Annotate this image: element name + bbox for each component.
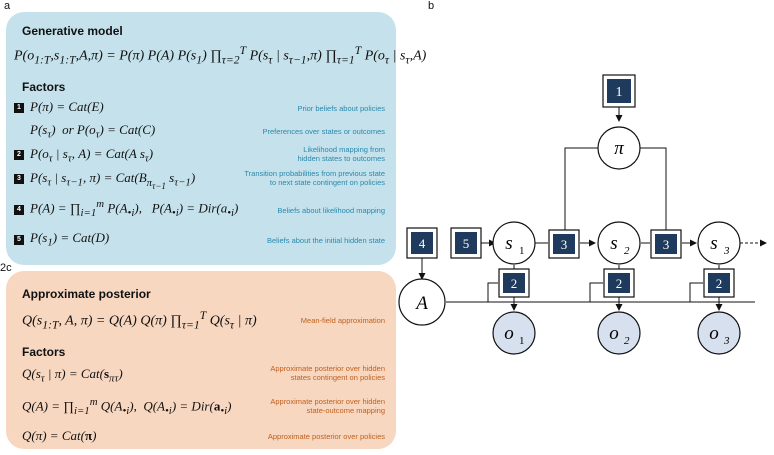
posterior-desc-likelihood: Approximate posterior over hidden state-… (270, 397, 385, 416)
factor-desc-2: Likelihood mapping from hidden states to… (297, 145, 385, 164)
likelihood-node-label: A (414, 293, 428, 314)
posterior-formula-policies: Q(π) = Cat(π) (22, 428, 97, 443)
factor-box-3-second: 3 (650, 229, 682, 259)
factor-box-2-third: 2 (703, 268, 735, 298)
state-node-3-sub: 3 (723, 245, 730, 257)
svg-text:2: 2 (716, 276, 723, 291)
factor-desc-3: Transition probabilities from previous s… (244, 169, 385, 188)
posterior-desc-states: Approximate posterior over hidden states… (270, 364, 385, 383)
factor-box-2-second: 2 (603, 268, 635, 298)
factors-title-a: Factors (22, 80, 66, 94)
factor-badge-2: 2 (14, 150, 24, 160)
generative-model-panel (6, 12, 396, 265)
factor-box-5: 5 (450, 227, 482, 259)
outcome-node-1-sub: 1 (519, 335, 525, 347)
state-node-3-label: s (710, 233, 717, 254)
factor-box-2-first: 2 (498, 268, 530, 298)
svg-text:3: 3 (561, 237, 568, 252)
panel-c-letter: 2c (0, 262, 12, 274)
state-node-2 (597, 221, 641, 265)
approximate-posterior-equation: Q(s1:T, A, π) = Q(A) Q(π) ∏τ=1T Q(sτ | π… (22, 309, 257, 332)
outcome-node-1 (492, 311, 536, 355)
state-node-2-label: s (610, 233, 617, 254)
svg-text:4: 4 (419, 236, 426, 251)
state-node-1 (492, 221, 536, 265)
outcome-node-2-sub: 2 (624, 335, 630, 347)
svg-text:2: 2 (511, 276, 518, 291)
svg-text:1: 1 (616, 85, 623, 100)
factor-box-4: 4 (406, 227, 438, 259)
posterior-formula-states: Q(sτ | π) = Cat(sπτ) (22, 366, 123, 385)
factor-formula-preferences: P(sτ) or P(oτ) = Cat(C) (30, 122, 156, 141)
svg-text:3: 3 (663, 237, 670, 252)
factor-formula-1: P(π) = Cat(E) (30, 99, 104, 114)
factors-title-c: Factors (22, 345, 66, 359)
outcome-node-2 (597, 311, 641, 355)
factor-formula-3: P(sτ | sτ−1, π) = Cat(Bπτ−1 sτ−1) (30, 170, 196, 191)
likelihood-node (398, 278, 446, 326)
panel-a-letter: a (4, 0, 11, 12)
posterior-formula-likelihood: Q(A) = ∏i=1m Q(A•i), Q(A•i) = Dir(a•i) (22, 396, 232, 417)
factor-box-3-first: 3 (548, 229, 580, 259)
posterior-desc-policies: Approximate posterior over policies (267, 432, 385, 441)
factor-box-1: 1 (602, 74, 636, 108)
state-node-3 (697, 221, 741, 265)
policy-node (597, 126, 641, 170)
approximate-posterior-title: Approximate posterior (22, 287, 151, 301)
state-node-1-label: s (505, 233, 512, 254)
outcome-node-3 (697, 311, 741, 355)
svg-text:2: 2 (616, 276, 623, 291)
state-node-1-sub: 1 (519, 245, 525, 257)
approximate-posterior-panel (6, 271, 396, 449)
policy-node-label: π (614, 138, 624, 159)
factor-badge-5: 5 (14, 235, 24, 245)
factor-formula-2: P(oτ | sτ, A) = Cat(A sτ) (30, 146, 154, 165)
state-node-2-sub: 2 (624, 245, 630, 257)
factor-badge-3: 3 (14, 174, 24, 184)
svg-text:5: 5 (463, 236, 470, 251)
generative-model-equation: P(o1:T,s1:T,A,π) = P(π) P(A) P(s1) ∏τ=2T… (14, 44, 427, 67)
outcome-node-3-label: o (709, 323, 719, 344)
factor-desc-1: Prior beliefs about policies (297, 104, 385, 113)
outcome-node-3-sub: 3 (723, 335, 730, 347)
factor-desc-4: Beliefs about likelihood mapping (277, 206, 385, 215)
outcome-node-2-label: o (609, 323, 619, 344)
factor-desc-5: Beliefs about the initial hidden state (267, 236, 385, 245)
factor-badge-1: 1 (14, 103, 24, 113)
mean-field-desc: Mean-field approximation (300, 316, 385, 325)
factor-badge-4: 4 (14, 205, 24, 215)
outcome-node-1-label: o (504, 323, 514, 344)
factor-formula-4: P(A) = ∏i=1m P(A•i), P(A•i) = Dir(a•i) (30, 198, 239, 219)
factor-desc-preferences: Preferences over states or outcomes (262, 127, 385, 136)
generative-model-title: Generative model (22, 24, 123, 38)
panel-b-letter: b (428, 0, 435, 12)
factor-formula-5: P(s1) = Cat(D) (30, 230, 110, 249)
